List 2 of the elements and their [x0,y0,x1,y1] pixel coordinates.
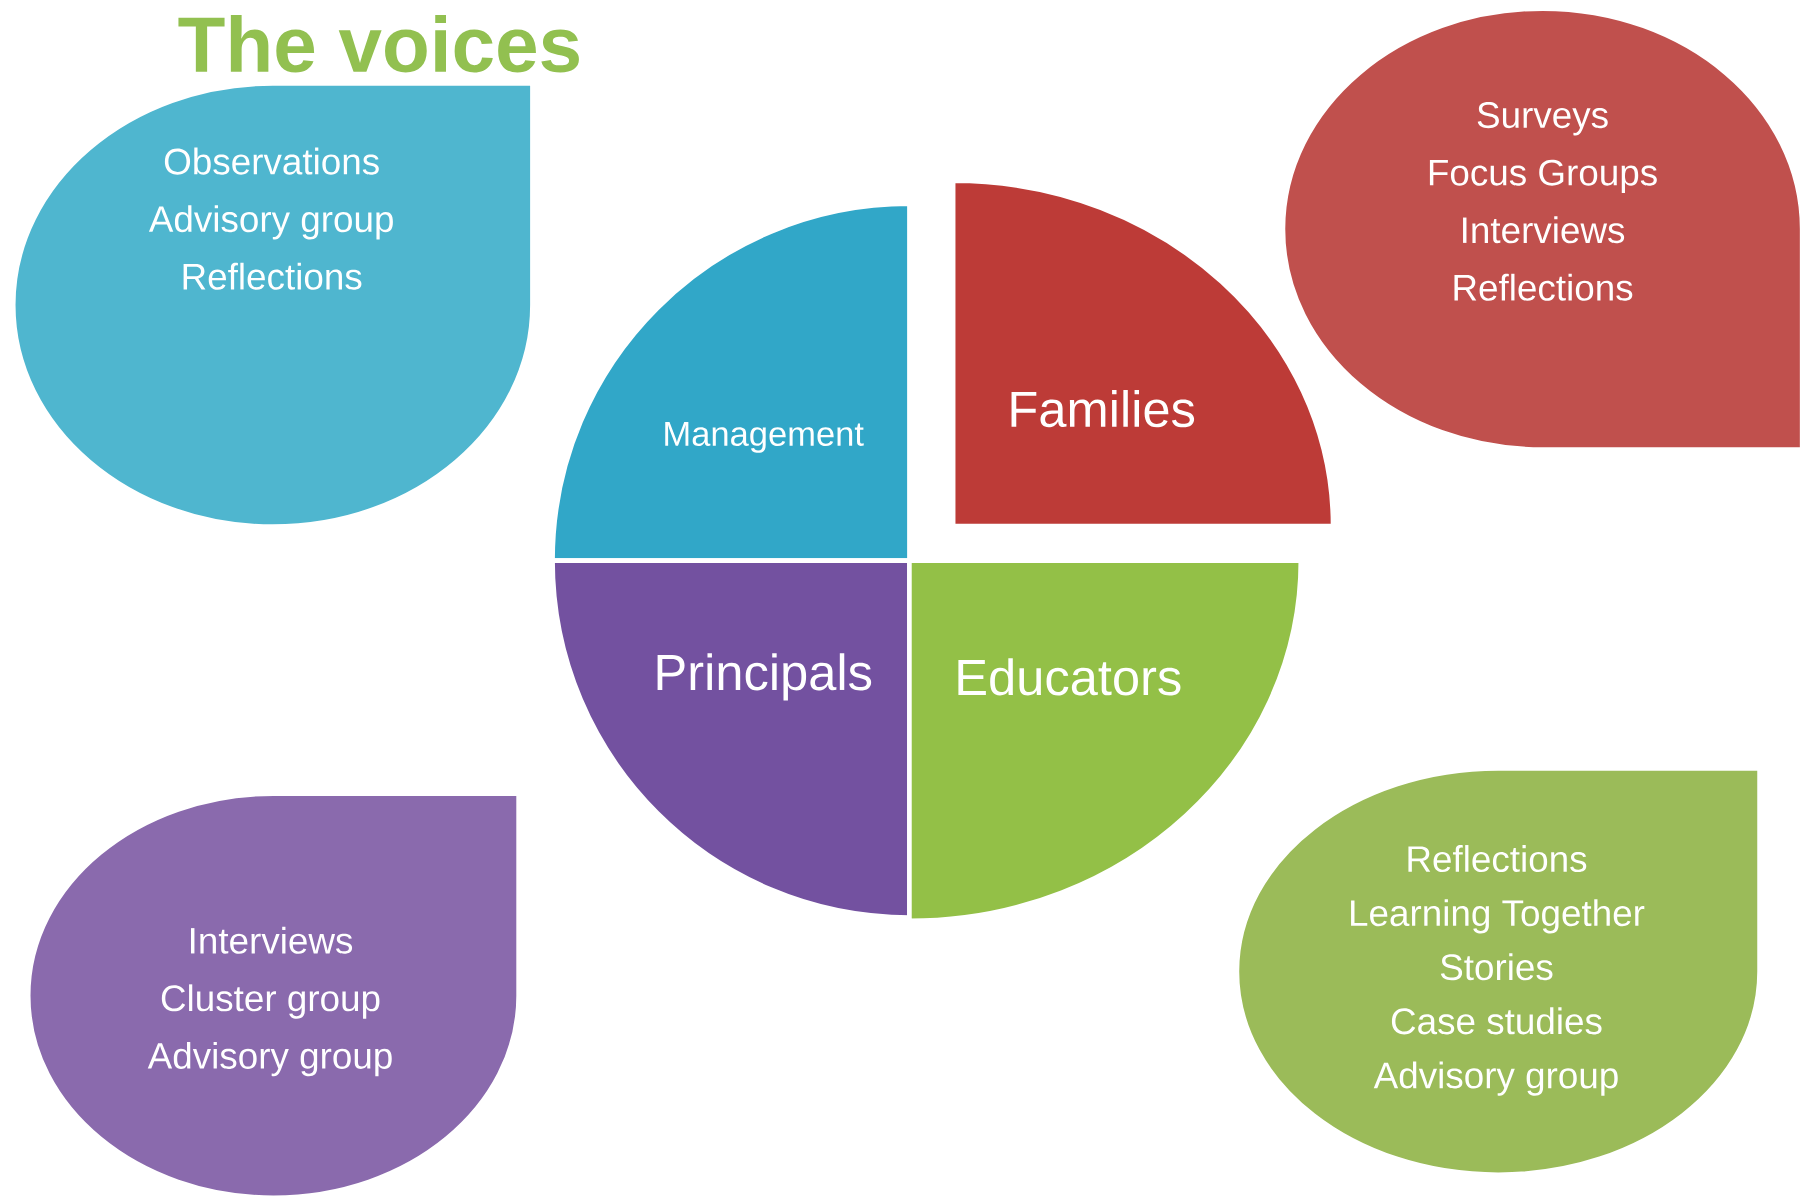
quarter-segment: Principals [550,558,912,920]
title: The voices [178,15,579,73]
